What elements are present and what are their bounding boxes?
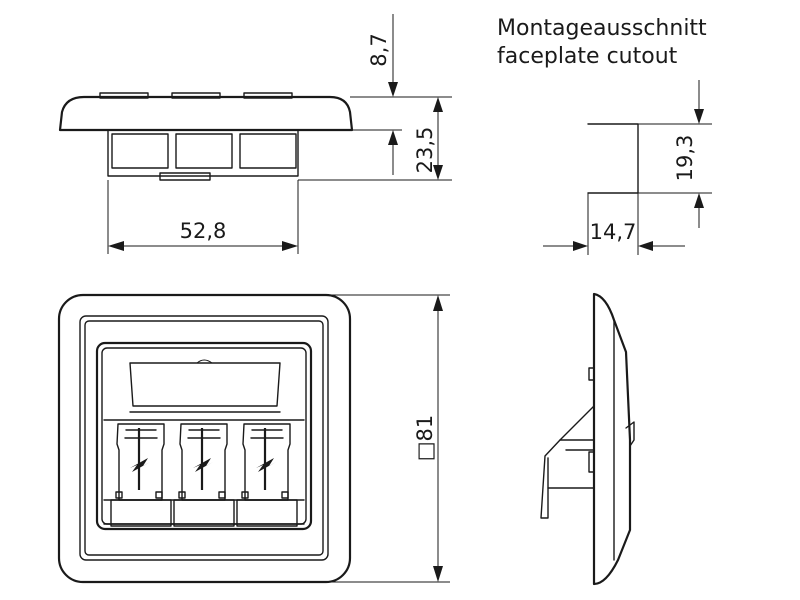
front-insert-frame xyxy=(95,341,313,531)
cutout-view: 19,3 14,7 xyxy=(543,80,712,255)
label-cutout-height: 19,3 xyxy=(673,135,697,182)
dim-frame-size: □81 xyxy=(322,294,450,583)
port-1 xyxy=(110,423,172,527)
side-frame xyxy=(592,292,632,586)
front-frame-outer xyxy=(57,293,352,584)
label-frame-size: □81 xyxy=(413,415,437,462)
dim-top-offset: 8,7 xyxy=(350,14,402,175)
side-view xyxy=(540,292,635,586)
title-de: Montageausschnitt xyxy=(497,16,707,41)
top-view-module-3 xyxy=(243,92,293,99)
top-view-jack-2 xyxy=(175,133,233,169)
label-field xyxy=(129,362,281,407)
front-frame-inner xyxy=(79,315,329,561)
front-insert-inner xyxy=(101,347,307,525)
front-frame-inner-2 xyxy=(84,320,324,556)
top-view-latch xyxy=(159,172,211,181)
label-depth: 23,5 xyxy=(413,127,437,174)
cutout-outline xyxy=(587,123,639,194)
top-view-frame xyxy=(58,95,354,132)
top-view-jack-1 xyxy=(111,133,169,169)
side-insert xyxy=(540,405,595,519)
top-view-body xyxy=(107,129,299,177)
top-view-module-1 xyxy=(99,92,149,99)
port-3 xyxy=(236,423,298,527)
front-view xyxy=(57,293,352,584)
top-view-jack-3 xyxy=(239,133,297,169)
title-en: faceplate cutout xyxy=(497,44,678,69)
label-cutout-width: 14,7 xyxy=(590,220,637,244)
port-2 xyxy=(173,423,235,527)
top-view xyxy=(58,92,354,181)
dim-depth: 23,5 xyxy=(298,96,452,181)
cutout-title: Montageausschnitt faceplate cutout xyxy=(497,16,707,69)
label-width-module: 52,8 xyxy=(180,219,227,243)
top-view-module-2 xyxy=(171,92,221,99)
label-top-offset: 8,7 xyxy=(367,33,391,66)
dim-width-module: 52,8 xyxy=(107,180,299,254)
